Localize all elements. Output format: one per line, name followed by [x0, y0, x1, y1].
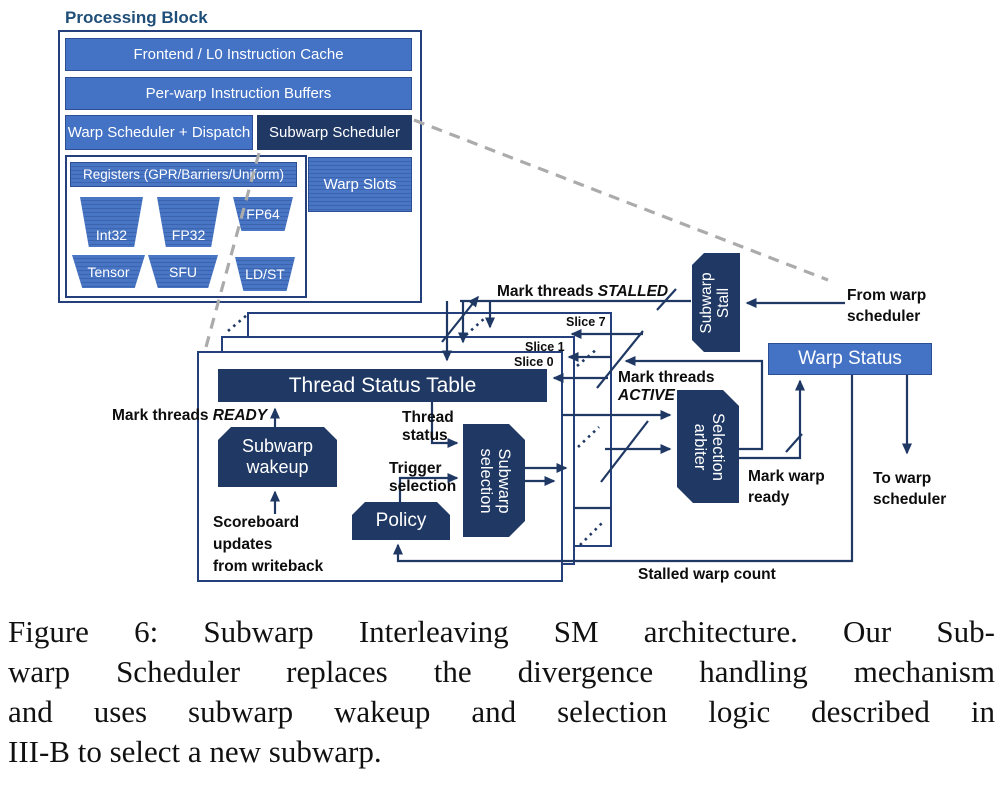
caption-line: Figure 6: Subwarp Interleaving SM archit… — [8, 614, 995, 649]
sfu-unit: SFU — [148, 255, 218, 288]
caption-line: and uses subwarp wakeup and selection lo… — [8, 694, 995, 729]
frontend-cache-box: Frontend / L0 Instruction Cache — [65, 38, 412, 71]
slice1-label: Slice 1 — [525, 340, 565, 354]
fp32-unit: FP32 — [157, 197, 220, 247]
figure-caption: Figure 6: Subwarp Interleaving SM archit… — [8, 612, 995, 772]
stalled-warp-count-label: Stalled warp count — [638, 566, 776, 583]
processing-block-title: Processing Block — [65, 8, 208, 27]
warp-scheduler-box: Warp Scheduler + Dispatch — [65, 115, 253, 150]
ldst-unit: LD/ST — [235, 257, 295, 291]
slice7-label: Slice 7 — [566, 315, 606, 329]
policy-box: Policy — [352, 502, 450, 540]
caption-line: III-B to select a new subwarp. — [8, 734, 382, 769]
instruction-buffers-box: Per-warp Instruction Buffers — [65, 77, 412, 110]
warp-slots-box: Warp Slots — [308, 157, 412, 212]
subwarp-scheduler-box: Subwarp Scheduler — [257, 115, 412, 150]
mark-threads-stalled-label: Mark threads STALLED — [497, 283, 669, 300]
int32-unit: Int32 — [80, 197, 143, 247]
fp64-unit: FP64 — [233, 197, 293, 231]
registers-box: Registers (GPR/Barriers/Uniform) — [70, 162, 297, 187]
tensor-unit: Tensor — [72, 255, 145, 288]
thread-status-table-box: Thread Status Table — [218, 369, 547, 402]
caption-line: warp Scheduler replaces the divergence h… — [8, 654, 995, 689]
slice0-label: Slice 0 — [514, 355, 554, 369]
mark-threads-ready-label: Mark threads READY — [112, 407, 268, 424]
warp-status-box: Warp Status — [768, 343, 932, 375]
